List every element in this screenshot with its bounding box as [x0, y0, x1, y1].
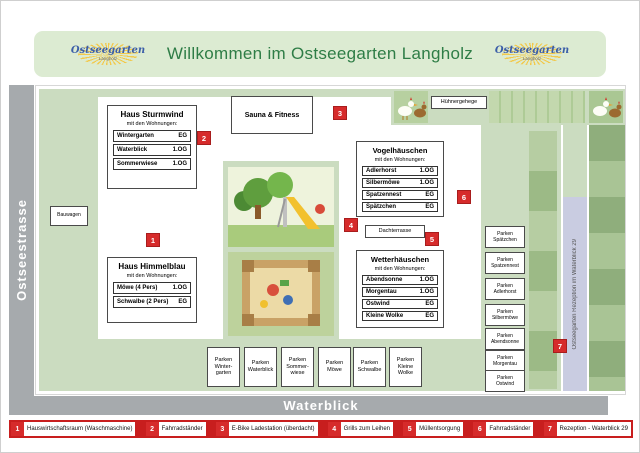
house-subtitle: mit den Wohnungen: [126, 273, 178, 279]
header-banner: Ostseegarten Langholz Willkommen im Osts… [34, 31, 606, 77]
house-sturmwind: Haus Sturmwind mit den Wohnungen: Winter… [107, 105, 197, 189]
sauna-fitness-label: Sauna & Fitness [231, 96, 313, 134]
path-above-reception [563, 125, 587, 197]
legend-label: Rezeption - Waterblick 29 [556, 422, 631, 436]
reception-label: Ostseegarten Rezeption im Waterblick 29 [572, 238, 578, 350]
house-vogelhaeuschen: Vogelhäuschen mit den Wohnungen: Adlerho… [356, 141, 444, 217]
apartment-row: Möwe (4 Pers)1.OG [113, 282, 191, 294]
road-label: Ostseestrasse [14, 199, 29, 301]
map-marker-7: 7 [554, 340, 566, 352]
legend-number: 6 [473, 422, 487, 436]
top-path-area [39, 89, 391, 97]
house-title: Vogelhäuschen [372, 146, 428, 155]
legend-label: Hauswirtschaftsraum (Waschmaschine) [24, 422, 136, 436]
road-label: Waterblick [283, 398, 359, 413]
chicken-photo [589, 91, 623, 123]
map-marker-1: 1 [147, 234, 159, 246]
chicken-coop-label: Hühnergehege [431, 96, 487, 109]
legend-number: 5 [403, 422, 417, 436]
sun-burst-icon [502, 42, 562, 66]
house-title: Haus Himmelblau [118, 262, 186, 271]
road-ostseestrasse: Ostseestrasse [9, 85, 34, 415]
page-title: Willkommen im Ostseegarten Langholz [166, 44, 474, 63]
map-marker-6: 6 [458, 191, 470, 203]
map-marker-3: 3 [334, 107, 346, 119]
logo-subtitle: Langholz [98, 55, 118, 61]
playground-image [228, 167, 334, 247]
legend-label: Fahrradständer [158, 422, 206, 436]
legend-number: 1 [11, 422, 24, 436]
chicken-fence [489, 91, 585, 123]
apartment-row: Schwalbe (2 Pers)EG [113, 296, 191, 308]
ostseegarten-logo-left: Ostseegarten Langholz [70, 34, 146, 74]
legend-label: Fahrradständer [486, 422, 534, 436]
tree-strip [589, 125, 625, 391]
logo-subtitle: Langholz [522, 55, 542, 61]
house-subtitle: mit den Wohnungen: [126, 121, 178, 127]
legend-number: 7 [543, 422, 557, 436]
bauwagen-label: Bauwagen [50, 206, 88, 226]
sun-burst-icon [78, 42, 138, 66]
road-waterblick: Waterblick [34, 396, 608, 415]
map-marker-4: 4 [345, 219, 357, 231]
map-marker-5: 5 [426, 233, 438, 245]
logo-name: Ostseegarten [494, 44, 570, 56]
house-subtitle: mit den Wohnungen: [374, 157, 426, 163]
sandbox-image [228, 252, 334, 336]
house-himmelblau: Haus Himmelblau mit den Wohnungen: Möwe … [107, 257, 197, 323]
legend-label: Grills zum Leihen [340, 422, 394, 436]
hedge-strip [529, 131, 557, 389]
house-title: Wetterhäuschen [370, 255, 430, 264]
house-subtitle: mit den Wohnungen: [374, 266, 426, 272]
house-title: Haus Sturmwind [120, 110, 184, 119]
legend-label: E-Bike Ladestation (überdacht) [228, 422, 318, 436]
legend-number: 2 [145, 422, 159, 436]
ostseegarten-logo-right: Ostseegarten Langholz [494, 34, 570, 74]
legend-label: Müllentsorgung [416, 422, 464, 436]
map-marker-2: 2 [198, 132, 210, 144]
chicken-photo [394, 91, 428, 123]
left-garden-area [39, 89, 98, 391]
reception-strip: Ostseegarten Rezeption im Waterblick 29 [563, 197, 587, 391]
logo-name: Ostseegarten [70, 44, 146, 56]
legend-number: 4 [327, 422, 341, 436]
legend-number: 3 [215, 422, 229, 436]
roof-terrace-label: Dachterrasse [365, 225, 425, 238]
house-wetterhaeuschen: Wetterhäuschen mit den Wohnungen: Abends… [356, 250, 444, 328]
